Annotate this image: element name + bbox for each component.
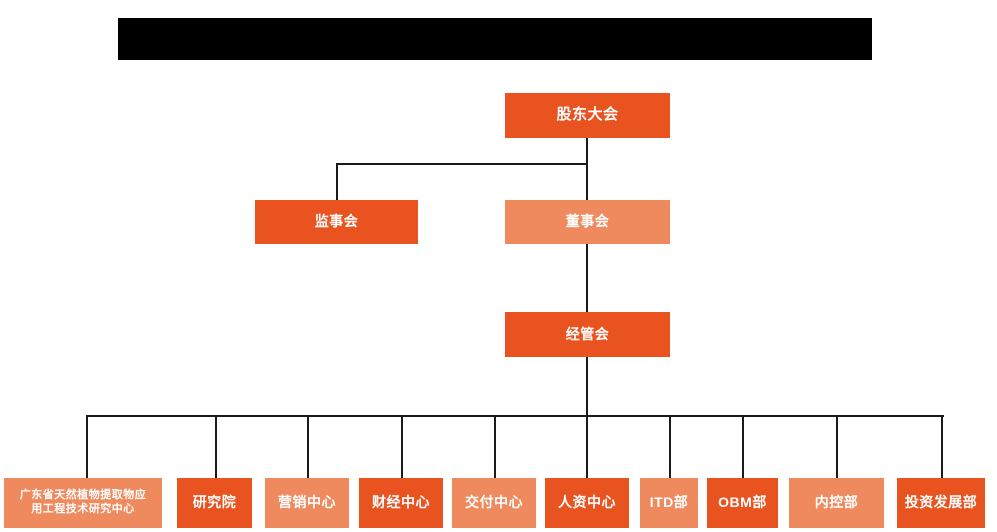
org-node-label: 经管会: [565, 325, 610, 342]
org-node-obm-department[interactable]: OBM部: [707, 478, 778, 528]
org-node-hr-center[interactable]: 人资中心: [545, 478, 629, 528]
org-node-delivery-center[interactable]: 交付中心: [452, 478, 536, 528]
org-node-directors[interactable]: 董事会: [505, 200, 670, 244]
org-node-marketing-center[interactable]: 营销中心: [265, 478, 349, 528]
connector-directors-down-out: [586, 244, 588, 312]
org-node-internal-control-department[interactable]: 内控部: [789, 478, 884, 528]
org-node-supervisors[interactable]: 监事会: [255, 200, 418, 244]
org-node-rd-center[interactable]: 广东省天然植物提取物应 用工程技术研究中心: [4, 478, 162, 528]
redacted-title-banner: [118, 18, 872, 60]
connector-drop-research: [215, 415, 217, 478]
connector-directors-down-in: [586, 163, 588, 200]
org-node-label: 交付中心: [465, 494, 523, 511]
org-node-management[interactable]: 经管会: [505, 312, 670, 357]
connector-drop-finance: [401, 415, 403, 478]
connector-drop-rd-center: [86, 415, 88, 478]
org-node-finance-center[interactable]: 财经中心: [359, 478, 443, 528]
org-node-label: OBM部: [718, 494, 767, 511]
org-node-itd-department[interactable]: ITD部: [640, 478, 698, 528]
connector-supervisors-down: [336, 163, 338, 200]
org-node-label: 监事会: [314, 213, 359, 230]
connector-shareholders-down: [586, 138, 588, 164]
org-node-label: 广东省天然植物提取物应 用工程技术研究中心: [19, 489, 147, 515]
connector-drop-investment: [941, 415, 943, 478]
connector-drop-delivery: [494, 415, 496, 478]
connector-drop-marketing: [307, 415, 309, 478]
org-node-shareholders[interactable]: 股东大会: [505, 93, 670, 138]
connector-drop-obm: [742, 415, 744, 478]
org-node-label: 内控部: [814, 494, 859, 511]
org-node-label: 董事会: [565, 213, 610, 230]
org-node-research-institute[interactable]: 研究院: [177, 478, 252, 528]
org-node-investment-development-department[interactable]: 投资发展部: [897, 478, 985, 528]
connector-drop-hr: [586, 415, 588, 478]
org-node-label: 研究院: [192, 494, 237, 511]
org-node-label: 财经中心: [372, 494, 430, 511]
connector-management-down: [586, 357, 588, 415]
org-node-label: 股东大会: [556, 106, 619, 124]
org-node-label: 投资发展部: [904, 494, 978, 511]
connector-level2-bus: [336, 163, 588, 165]
connector-level4-bus: [86, 415, 944, 417]
org-node-label: 营销中心: [278, 494, 336, 511]
connector-drop-internal: [836, 415, 838, 478]
connector-drop-itd: [669, 415, 671, 478]
org-node-label: ITD部: [649, 494, 689, 511]
org-node-label: 人资中心: [558, 494, 616, 511]
